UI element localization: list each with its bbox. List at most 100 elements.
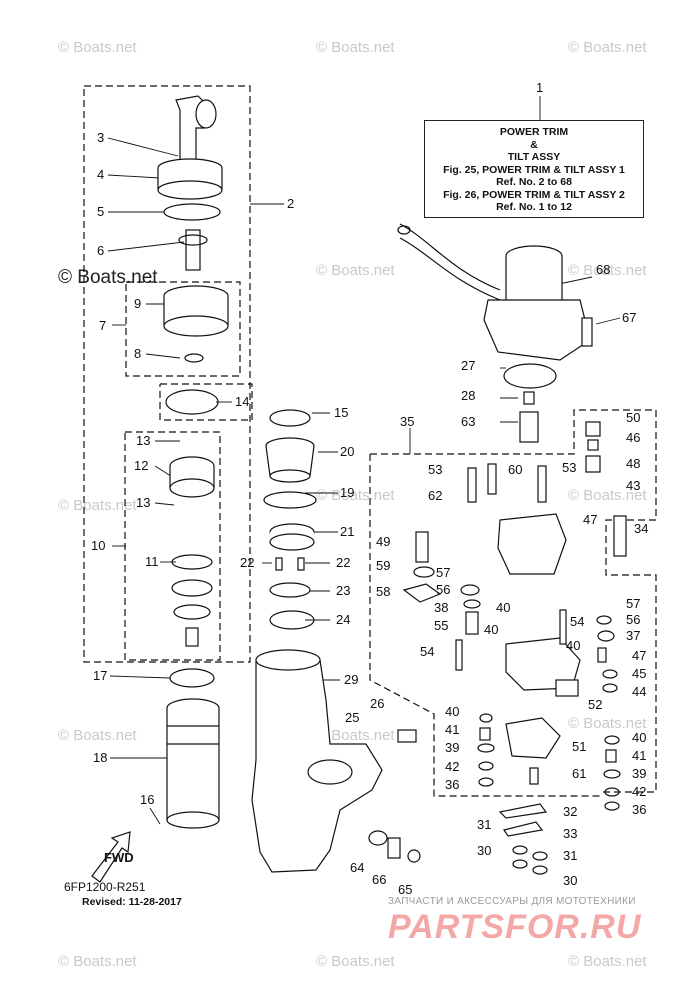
watermark: © Boats.net [568, 953, 647, 970]
callout-64: 64 [350, 860, 364, 875]
group-box-35-lower [369, 454, 600, 797]
watermark: © Boats.net [58, 953, 137, 970]
callout-33: 33 [563, 826, 577, 841]
assembly-title-box: POWER TRIM & TILT ASSY Fig. 25, POWER TR… [424, 120, 644, 218]
revised-date: Revised: 11-28-2017 [82, 896, 182, 908]
callout-6: 6 [97, 243, 104, 258]
callout-22b: 22 [336, 555, 350, 570]
part-51-plate [505, 717, 561, 759]
callout-8: 8 [134, 346, 141, 361]
callout-36: 36 [445, 777, 459, 792]
callout-13: 13 [136, 433, 150, 448]
callout-41: 41 [445, 722, 459, 737]
title-line: Ref. No. 1 to 12 [496, 201, 572, 213]
title-line: & [530, 138, 538, 151]
group-box-14 [159, 383, 253, 421]
callout-20: 20 [340, 444, 354, 459]
callout-61: 61 [572, 766, 586, 781]
callout-42: 42 [445, 759, 459, 774]
callout-68: 68 [596, 262, 610, 277]
left-column-parts [157, 95, 229, 829]
callout-47: 47 [583, 512, 597, 527]
callout-54: 54 [570, 614, 584, 629]
fwd-arrow [91, 831, 131, 883]
callout-27: 27 [461, 358, 475, 373]
callout-13b: 13 [136, 495, 150, 510]
callout-10: 10 [91, 538, 105, 553]
brand-logo: PARTSFOR.RU [388, 908, 642, 946]
callout-21: 21 [340, 524, 354, 539]
callout-30: 30 [477, 843, 491, 858]
watermark: © Boats.net [58, 39, 137, 56]
callout-29: 29 [344, 672, 358, 687]
callout-38: 38 [434, 600, 448, 615]
callout-44: 44 [632, 684, 646, 699]
callout-49: 49 [376, 534, 390, 549]
watermarks: © Boats.net © Boats.net © Boats.net © Bo… [58, 39, 647, 970]
right-side-parts [397, 223, 627, 875]
callout-labels: 1 2 3 4 5 6 7 8 9 10 11 12 13 13 14 15 1… [91, 80, 648, 897]
callout-48: 48 [626, 456, 640, 471]
callout-12: 12 [134, 458, 148, 473]
callout-26: 26 [370, 696, 384, 711]
callout-53b: 53 [562, 460, 576, 475]
title-line: POWER TRIM [499, 126, 569, 138]
callout-25: 25 [345, 710, 359, 725]
watermark: © Boats.net [568, 262, 647, 279]
group-box-2 [83, 85, 251, 663]
callout-2: 2 [287, 196, 294, 211]
part-6-rod [185, 229, 201, 271]
callout-46: 46 [626, 430, 640, 445]
callout-40d: 40 [445, 704, 459, 719]
watermark: © Boats.net [316, 953, 395, 970]
callout-31: 31 [477, 817, 491, 832]
callout-22: 22 [240, 555, 254, 570]
callout-16: 16 [140, 792, 154, 807]
callout-39b: 39 [632, 766, 646, 781]
callout-39: 39 [445, 740, 459, 755]
watermark: © Boats.net [316, 487, 395, 504]
callout-53: 53 [428, 462, 442, 477]
callout-7: 7 [99, 318, 106, 333]
callout-14: 14 [235, 394, 249, 409]
group-boxes [83, 85, 657, 797]
callout-23: 23 [336, 583, 350, 598]
callout-54b: 54 [420, 644, 434, 659]
callout-15: 15 [334, 405, 348, 420]
callout-42b: 42 [632, 784, 646, 799]
callout-3: 3 [97, 130, 104, 145]
watermark: © Boats.net [58, 727, 137, 744]
callout-1: 1 [536, 80, 543, 95]
callout-40: 40 [496, 600, 510, 615]
callout-28: 28 [461, 388, 475, 403]
callout-18: 18 [93, 750, 107, 765]
fwd-label: FWD [104, 850, 134, 865]
watermark: © Boats.net [316, 262, 395, 279]
callout-63: 63 [461, 414, 475, 429]
callout-41b: 41 [632, 748, 646, 763]
callout-50: 50 [626, 410, 640, 425]
callout-35: 35 [400, 414, 414, 429]
leader-lines [107, 96, 621, 825]
callout-60: 60 [508, 462, 522, 477]
callout-65: 65 [398, 882, 412, 897]
callout-30b: 30 [563, 873, 577, 888]
part-3-eye [195, 99, 217, 129]
watermark: © Boats.net [568, 487, 647, 504]
callout-34: 34 [634, 521, 648, 536]
part-29-main-body [251, 659, 383, 873]
brand-tagline: ЗАПЧАСТИ И АКСЕССУАРЫ ДЛЯ МОТОТЕХНИКИ [388, 896, 636, 907]
callout-55: 55 [434, 618, 448, 633]
callout-45: 45 [632, 666, 646, 681]
callout-51: 51 [572, 739, 586, 754]
callout-47b: 47 [632, 648, 646, 663]
watermark: © Boats.net [316, 39, 395, 56]
watermark: © Boats.net [316, 727, 395, 744]
watermark: © Boats.net [568, 715, 647, 732]
callout-5: 5 [97, 204, 104, 219]
figure-id: 6FP1200-R251 [64, 880, 146, 894]
callout-9: 9 [134, 296, 141, 311]
watermark-big: © Boats.net [58, 267, 158, 288]
callout-32: 32 [563, 804, 577, 819]
callout-56b: 56 [626, 612, 640, 627]
